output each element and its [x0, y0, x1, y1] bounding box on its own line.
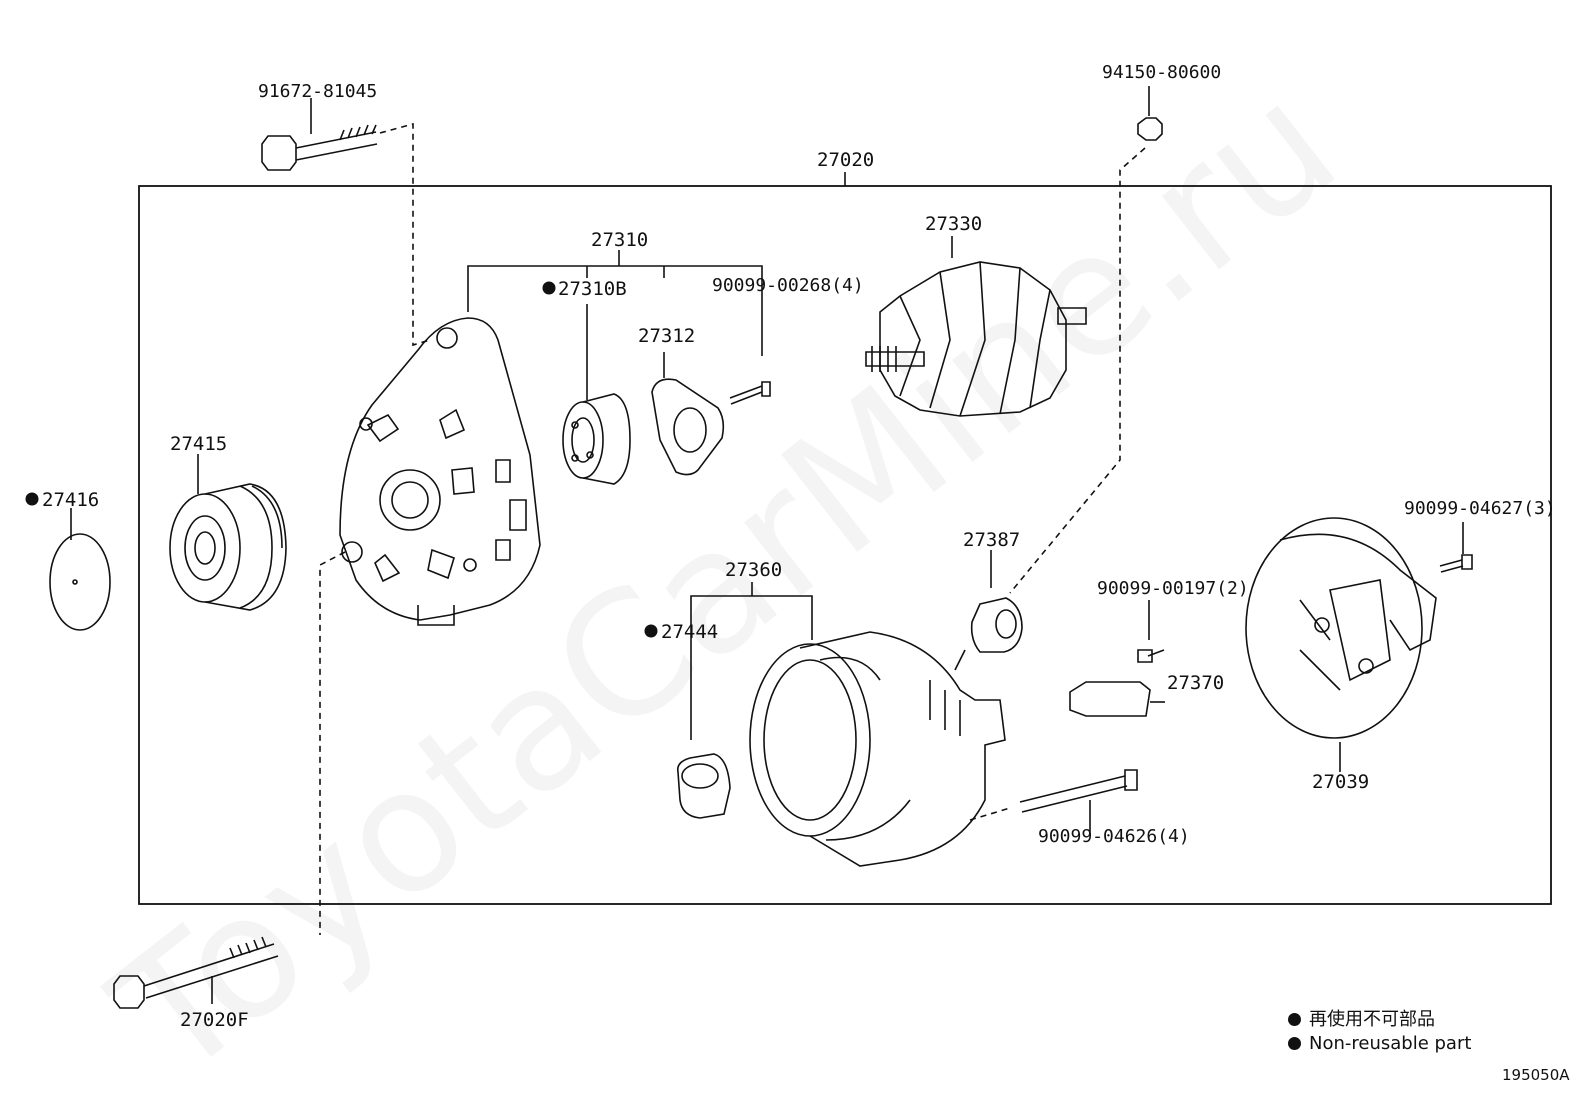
bolt-top-icon: [261, 98, 378, 171]
legend: 再使用不可部品 Non-reusable part: [1288, 1008, 1471, 1056]
legend-text-ja: 再使用不可部品: [1309, 1009, 1435, 1030]
label-through-bolt: 90099-04626(4): [1038, 826, 1190, 847]
label-stator: 27360: [725, 559, 782, 581]
label-nut-top: 94150-80600: [1102, 62, 1221, 83]
non-reusable-dot: [644, 624, 658, 638]
label-frame: 27310: [591, 229, 648, 251]
ring-icon: [676, 753, 731, 819]
label-bearing: 27310B: [558, 278, 627, 300]
label-holder: 27387: [963, 529, 1020, 551]
screw-cover-icon: [1439, 559, 1464, 573]
non-reusable-dot: [542, 281, 556, 295]
label-pulley: 27415: [170, 433, 227, 455]
bolt-bottom-icon: [113, 936, 279, 1009]
label-screw-frame: 90099-00268(4): [712, 275, 864, 296]
bullet-icon: [1288, 1013, 1301, 1026]
label-assembly: 27020: [817, 149, 874, 171]
label-retainer: 27312: [638, 325, 695, 347]
rectifier-end-frame-icon: [749, 631, 1006, 867]
bearing-icon: [562, 393, 631, 485]
label-cover: 27039: [1312, 771, 1369, 793]
legend-row-en: Non-reusable part: [1288, 1032, 1471, 1056]
rotor-icon: [865, 261, 1087, 417]
label-regulator: 27370: [1167, 672, 1224, 694]
bullet-icon: [1288, 1037, 1301, 1050]
legend-text-en: Non-reusable part: [1309, 1033, 1472, 1054]
label-screw-cover: 90099-04627(3): [1404, 498, 1556, 519]
cap-icon: [49, 533, 111, 631]
label-ring: 27444: [661, 621, 718, 643]
screw-small-icon: [1137, 649, 1165, 663]
label-bolt-top: 91672-81045: [258, 81, 377, 102]
holder-icon: [970, 597, 1023, 653]
screw-frame-icon: [729, 385, 763, 405]
rear-cover-icon: [1245, 517, 1437, 739]
through-bolt-icon: [1019, 769, 1138, 813]
retainer-plate-icon: [651, 378, 725, 476]
regulator-icon: [1069, 681, 1151, 717]
legend-row-ja: 再使用不可部品: [1288, 1008, 1471, 1032]
drive-end-frame-icon: [339, 317, 541, 626]
label-bolt-bottom: 27020F: [180, 1009, 249, 1031]
non-reusable-dot: [25, 492, 39, 506]
label-cap: 27416: [42, 489, 99, 511]
label-screw-small: 90099-00197(2): [1097, 578, 1249, 599]
diagram-code: 195050A: [1502, 1066, 1570, 1084]
nut-top-icon: [1137, 117, 1163, 141]
pulley-icon: [169, 483, 287, 611]
label-rotor: 27330: [925, 213, 982, 235]
